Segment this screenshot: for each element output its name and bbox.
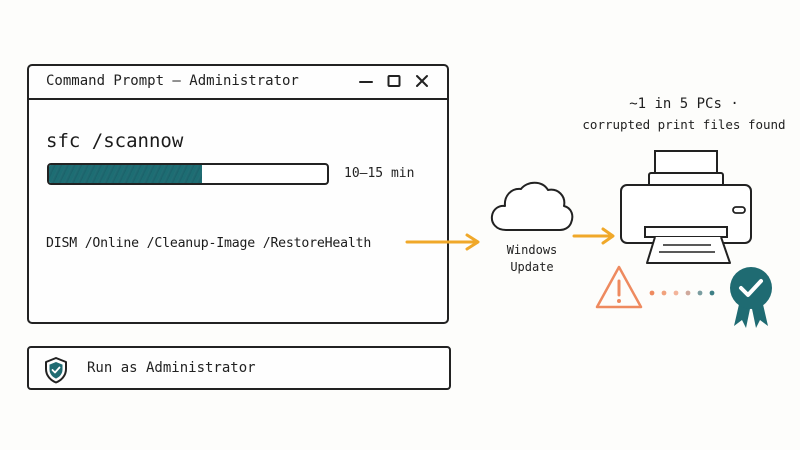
stat-line1: ~1 in 5 PCs · [629, 96, 739, 112]
warning-icon [595, 265, 643, 309]
arrow-update-to-printer [572, 227, 615, 245]
shield-check-icon [45, 357, 67, 384]
run-as-admin-bar[interactable]: Run as Administrator [27, 346, 451, 390]
window-title: Command Prompt — Administrator [46, 73, 299, 89]
arrow-dism-to-update [405, 233, 480, 251]
printer-icon [620, 150, 752, 264]
cloud-icon [490, 181, 574, 231]
windows-update-label: Windows Update [488, 242, 576, 276]
cloud-label-line1: Windows [506, 243, 558, 257]
minimize-button[interactable] [357, 71, 375, 91]
window-titlebar: Command Prompt — Administrator [29, 66, 447, 100]
verified-badge-icon [730, 267, 772, 328]
close-icon [416, 75, 428, 87]
print-corruption-stat: ~1 in 5 PCs · corrupted print files foun… [580, 93, 788, 135]
command-prompt-window: Command Prompt — Administrator sfc /scan… [27, 64, 449, 324]
dotted-connector [649, 290, 715, 296]
scan-duration: 10–15 min [344, 166, 415, 181]
sfc-command: sfc /scannow [46, 130, 184, 152]
minimize-icon [359, 81, 373, 83]
scan-progress-bar [47, 163, 329, 185]
dism-command: DISM /Online /Cleanup-Image /RestoreHeal… [46, 236, 372, 251]
cloud-label-line2: Update [510, 260, 554, 274]
scan-progress-fill [49, 165, 202, 183]
close-button[interactable] [413, 71, 431, 91]
window-controls [357, 71, 431, 91]
stat-line2: corrupted print files found [582, 117, 786, 132]
maximize-icon [387, 75, 401, 87]
run-as-admin-label: Run as Administrator [87, 360, 256, 376]
maximize-button[interactable] [385, 71, 403, 91]
